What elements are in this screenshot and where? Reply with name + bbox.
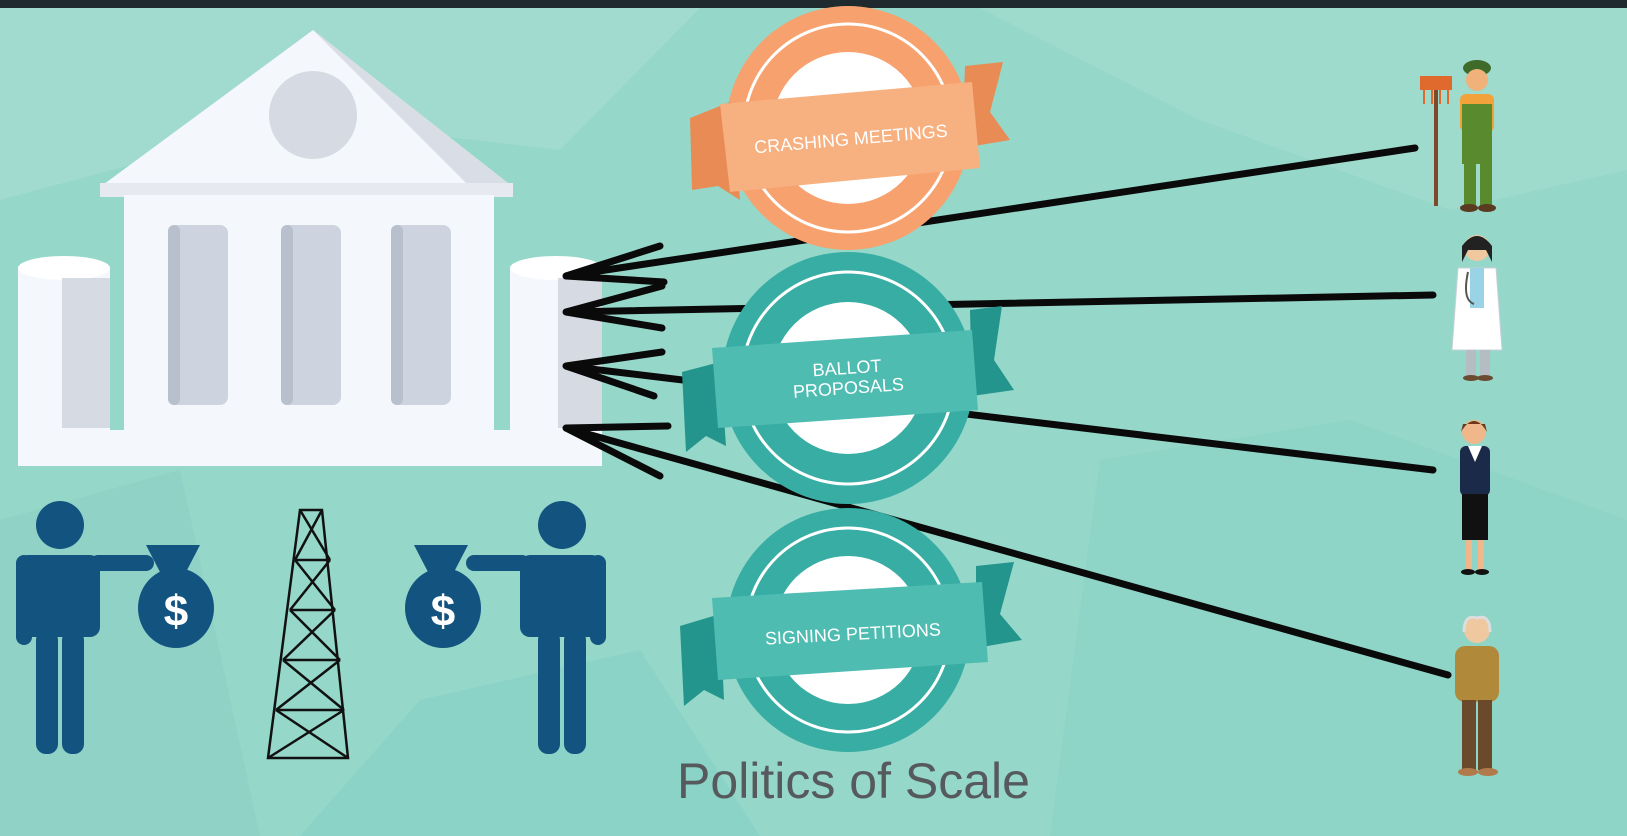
money-symbol-right: $	[431, 587, 455, 636]
businessman-left-icon	[16, 501, 154, 754]
diagram-caption: Politics of Scale	[0, 752, 1627, 810]
badge-ballot-proposals: BALLOTPROPOSALS	[682, 252, 1014, 504]
arrow-farmer	[562, 144, 1419, 280]
money-bag-right-icon: $	[405, 545, 481, 648]
arrowhead-doctor	[565, 282, 666, 332]
money-bag-left-icon: $	[138, 545, 214, 648]
businesswoman-icon	[1460, 420, 1490, 575]
badge-signing-petitions: SIGNING PETITIONS	[680, 508, 1022, 752]
oil-derrick-icon	[266, 508, 350, 760]
arrowhead-businesswoman	[564, 348, 666, 400]
government-building-icon	[18, 30, 602, 466]
caption-text: Politics of Scale	[677, 753, 1030, 809]
arrow-elderly-man	[562, 424, 1452, 679]
farmer-icon	[1420, 60, 1496, 212]
arrowhead-elderly-man	[564, 422, 672, 480]
arrow-doctor	[562, 291, 1437, 316]
badge-label-line: BALLOT	[812, 356, 882, 381]
arrowhead-farmer	[564, 242, 668, 286]
businessman-right-icon	[466, 501, 606, 754]
money-symbol-left: $	[164, 587, 188, 636]
badge-crashing-meetings: CRASHING MEETINGS	[690, 6, 1010, 250]
doctor-icon	[1451, 235, 1503, 381]
elderly-man-icon	[1455, 615, 1499, 776]
